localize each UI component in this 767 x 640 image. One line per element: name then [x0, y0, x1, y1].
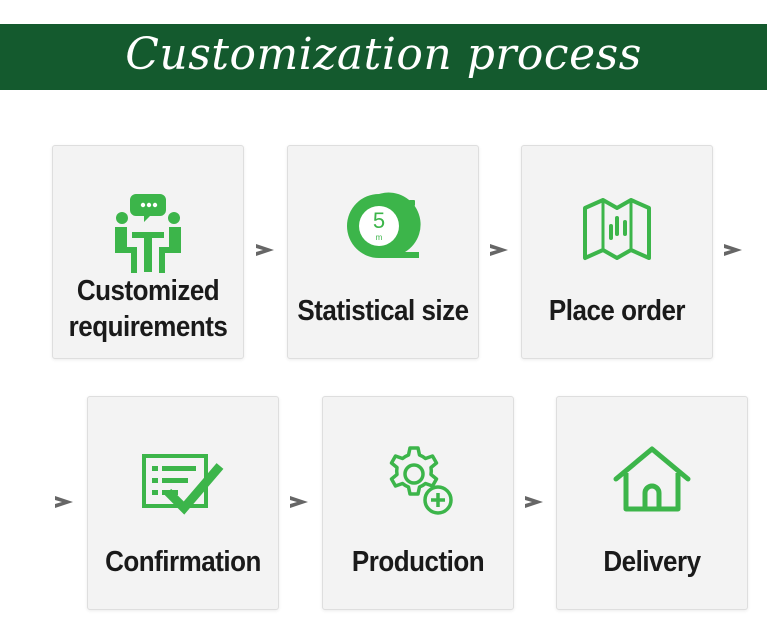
page-title: Customization process	[125, 29, 642, 80]
step-label: Confirmation	[105, 544, 261, 578]
arrow-icon	[55, 496, 73, 508]
step-card-confirmation: Confirmation	[87, 396, 279, 610]
step-label: Production	[351, 544, 485, 578]
tape-digit: 5	[373, 208, 385, 233]
step-card-production: Production	[322, 396, 514, 610]
tape-measure-icon: 5 m	[343, 192, 423, 264]
tape-unit: m	[376, 233, 383, 242]
step-card-customized-requirements: Customized requirements	[52, 145, 244, 359]
arrow-icon	[490, 244, 508, 256]
step-label: Delivery	[603, 544, 701, 578]
arrow-icon	[256, 244, 274, 256]
header-banner: Customization process	[0, 24, 767, 90]
step-card-statistical-size: 5 m Statistical size	[287, 145, 479, 359]
arrow-icon	[724, 244, 742, 256]
step-card-place-order: Place order	[521, 145, 713, 359]
map-icon	[581, 198, 653, 264]
step-label-line-1: Customized	[76, 273, 220, 307]
arrow-icon	[290, 496, 308, 508]
step-label-line-2: requirements	[68, 309, 228, 343]
step-label: Statistical size	[297, 293, 469, 327]
step-label: Customized requirements	[53, 272, 243, 344]
gear-plus-icon	[382, 444, 454, 516]
step-label: Place order	[548, 293, 686, 327]
arrow-icon	[525, 496, 543, 508]
house-icon	[612, 445, 692, 515]
step-card-delivery: Delivery	[556, 396, 748, 610]
checklist-icon	[140, 452, 226, 520]
meeting-icon	[114, 192, 182, 276]
